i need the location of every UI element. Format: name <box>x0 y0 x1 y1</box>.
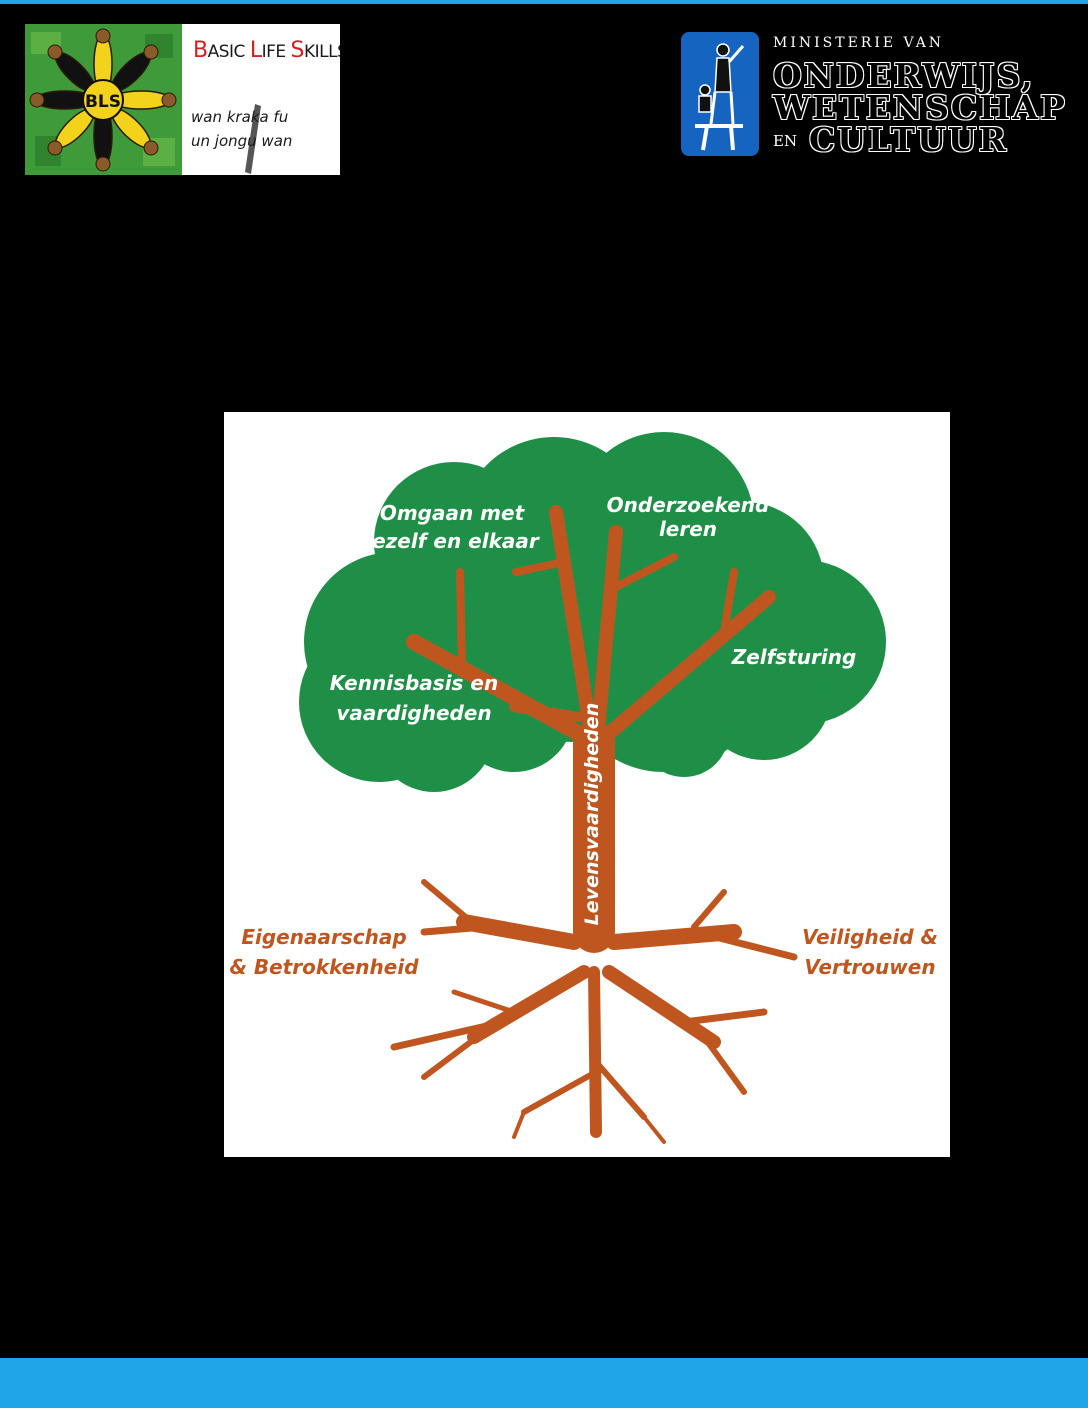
root-label-0-line-2: & Betrokkenheid <box>229 955 419 979</box>
bls-tagline-1: wan kraka fu <box>191 108 289 126</box>
branch-label-0-line-2: jezelf en elkaar <box>362 529 540 553</box>
ministry-line-2: WETENSCHAP <box>773 88 1067 127</box>
tree-trunk-and-branches <box>390 505 798 1144</box>
teacher-pi-icon <box>695 43 745 151</box>
bls-title-asic: ASIC <box>207 42 250 62</box>
trunk-label: Levensvaardigheden <box>581 703 603 926</box>
bottom-accent-band <box>0 1358 1088 1408</box>
bls-logo: BLS BASIC LIFE SKILLS wan kraka fu un jo… <box>25 24 340 175</box>
ministry-line-3: CULTUUR <box>809 120 1009 159</box>
life-skills-tree-diagram: Omgaan met jezelf en elkaar Onderzoekend… <box>224 412 950 1157</box>
bls-emblem-text: BLS <box>85 92 121 112</box>
top-accent-rule <box>0 0 1088 4</box>
ministry-logo: MINISTERIE VAN ONDERWIJS, WETENSCHAP EN … <box>681 32 1071 159</box>
root-label-1-line-1: Veiligheid & <box>802 925 938 949</box>
branch-label-2-line-1: Zelfsturing <box>731 645 857 669</box>
bls-title: BASIC LIFE SKILLS <box>193 38 340 63</box>
bls-title-cap-l: L <box>249 38 262 63</box>
branch-label-3-line-2: vaardigheden <box>336 701 491 725</box>
ministry-en: EN <box>773 132 798 150</box>
bls-title-ife: IFE <box>261 42 291 62</box>
bls-tagline-2: un jongu wan <box>191 132 293 150</box>
bls-title-kills: KILLS <box>303 42 340 62</box>
tree-illustration: Omgaan met jezelf en elkaar Onderzoekend… <box>229 432 938 1144</box>
ministry-small-text: MINISTERIE VAN <box>773 35 945 51</box>
root-label-1-line-2: Vertrouwen <box>804 955 935 979</box>
branch-label-1-line-1: Onderzoekend <box>607 493 770 517</box>
ministry-seal <box>681 32 759 156</box>
bls-emblem-icon: BLS <box>25 24 182 175</box>
branch-label-3-line-1: Kennisbasis en <box>330 671 498 695</box>
ministry-line-1: ONDERWIJS, <box>773 56 1035 95</box>
branch-label-0-line-1: Omgaan met <box>380 501 526 525</box>
root-label-0-line-1: Eigenaarschap <box>241 925 406 949</box>
bls-slash-icon <box>245 104 261 174</box>
bls-title-cap-s: S <box>290 38 305 63</box>
branch-label-1-line-2: leren <box>659 517 717 541</box>
bls-title-cap-b: B <box>193 38 208 63</box>
